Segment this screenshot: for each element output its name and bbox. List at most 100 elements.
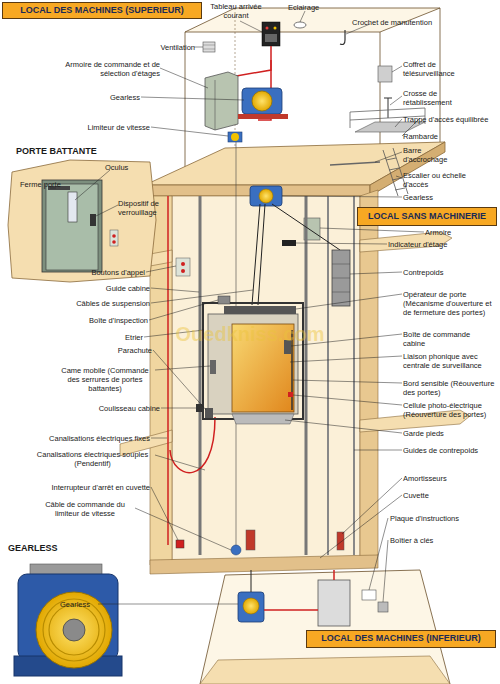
room-edge bbox=[185, 32, 186, 185]
speed-governor bbox=[228, 132, 242, 142]
part-label: Escalier ou échelle d'accès bbox=[403, 171, 473, 189]
swing-door bbox=[46, 184, 98, 270]
guide-shoe bbox=[196, 404, 204, 412]
part-label: Eclairage bbox=[288, 3, 333, 12]
part-label: Liaison phonique avec centrale de survei… bbox=[403, 352, 498, 370]
leader-line bbox=[354, 450, 402, 451]
travelling-cable bbox=[170, 417, 215, 473]
part-label: Interrupteur d'arrêt en cuvette bbox=[25, 483, 150, 492]
part-label: Coulisseau cabine bbox=[75, 404, 160, 413]
part-label: Contrepoids bbox=[403, 268, 463, 277]
area-box: LOCAL DES MACHINES (SUPERIEUR) bbox=[2, 2, 202, 19]
monitoring-box bbox=[378, 66, 392, 82]
leader-line bbox=[375, 152, 402, 162]
board-light bbox=[274, 27, 277, 30]
leader-line bbox=[146, 266, 176, 272]
control-cabinet bbox=[318, 580, 350, 626]
leader-line bbox=[149, 300, 218, 320]
fixed-wiring bbox=[167, 196, 169, 545]
part-label: Crochet de manutention bbox=[352, 18, 472, 27]
leader-line bbox=[160, 68, 208, 88]
board-light bbox=[266, 27, 269, 30]
part-label: Opérateur de porte (Mécanisme d'ouvertur… bbox=[403, 290, 498, 317]
part-label: Gearless bbox=[60, 600, 105, 609]
sheave-groove bbox=[49, 605, 99, 655]
cabinet-edge bbox=[215, 80, 216, 130]
counterweight-block bbox=[332, 278, 350, 279]
leader-line bbox=[395, 119, 402, 127]
sheave-groove bbox=[43, 599, 105, 661]
watermark: Ouedkniss.com bbox=[175, 322, 325, 346]
part-label: Cuvette bbox=[403, 491, 453, 500]
part-label: Boîtier à clés bbox=[390, 536, 470, 545]
motor-frame bbox=[238, 114, 288, 119]
retiring-cam bbox=[210, 360, 216, 374]
part-label: Câbles de suspension bbox=[50, 299, 150, 308]
rescue-crank bbox=[384, 98, 392, 118]
leader-line bbox=[396, 176, 402, 178]
leader-line bbox=[293, 395, 402, 405]
control-cabinet bbox=[205, 72, 238, 130]
part-label: Oculus bbox=[105, 163, 145, 172]
shaft-back-wall bbox=[172, 196, 360, 560]
floor-indicator bbox=[282, 240, 296, 246]
tension-pulley bbox=[231, 545, 241, 555]
part-label: Gearless bbox=[100, 93, 140, 102]
buffer bbox=[337, 532, 344, 550]
call-button bbox=[112, 240, 116, 244]
part-label: Boîte de commande cabine bbox=[403, 330, 478, 348]
key-box bbox=[378, 602, 388, 612]
part-label: Limiteur de vitesse bbox=[60, 123, 150, 132]
part-label: Armoire de commande et de sélection d'ét… bbox=[50, 60, 160, 78]
part-label: Amortisseurs bbox=[403, 474, 463, 483]
part-label: Gearless bbox=[403, 193, 453, 202]
leader-line bbox=[282, 196, 402, 197]
power-board bbox=[262, 22, 280, 46]
section-heading: GEARLESS bbox=[8, 543, 88, 554]
call-button-panel bbox=[110, 230, 118, 246]
door-wall bbox=[8, 160, 156, 282]
room-walls bbox=[200, 570, 450, 684]
leader-line bbox=[240, 21, 262, 32]
call-button bbox=[112, 234, 116, 238]
red-cable bbox=[264, 570, 334, 610]
leader-line bbox=[151, 288, 199, 292]
section-heading: PORTE BATTANTE bbox=[16, 146, 126, 157]
photo-cell bbox=[288, 392, 293, 397]
part-label: Barre d'accrochage bbox=[403, 146, 463, 164]
upper-machine-room bbox=[145, 8, 445, 196]
leader-line bbox=[369, 518, 388, 590]
traction-sheave bbox=[36, 592, 112, 668]
leader-line bbox=[151, 487, 178, 540]
lower-machine-room bbox=[200, 570, 450, 684]
part-label: Indicateur d'étage bbox=[388, 240, 468, 249]
leader-line bbox=[98, 604, 238, 605]
vent-slat bbox=[203, 49, 215, 50]
area-box: LOCAL SANS MACHINERIE bbox=[357, 207, 497, 226]
leader-line bbox=[390, 96, 402, 105]
leader-line bbox=[350, 272, 402, 274]
part-label: Canalisations électriques fixes bbox=[30, 434, 150, 443]
part-label: Boutons d'appel bbox=[80, 268, 145, 277]
part-label: Cellule photo-électrique (Réouverture de… bbox=[403, 401, 498, 419]
ceiling-lamp bbox=[294, 22, 306, 28]
sheave-hub bbox=[63, 619, 85, 641]
lifting-hook bbox=[340, 30, 345, 45]
area-title: LOCAL DES MACHINES (SUPERIEUR) bbox=[20, 6, 183, 15]
suspension-rope bbox=[251, 570, 252, 592]
vent-grille bbox=[203, 42, 215, 52]
leader-line bbox=[151, 127, 228, 136]
leader-line bbox=[383, 540, 388, 602]
leader-line bbox=[342, 478, 402, 534]
instruction-plate bbox=[362, 590, 376, 600]
part-label: Etrier bbox=[100, 333, 143, 342]
leader-line bbox=[296, 294, 402, 309]
part-label: Ferme porte bbox=[20, 180, 72, 189]
elevator-car bbox=[196, 296, 303, 424]
traction-sheave bbox=[252, 91, 272, 111]
car-guide-rail bbox=[199, 196, 202, 555]
part-label: Plaque d'instructions bbox=[390, 514, 490, 523]
elevator-pit bbox=[150, 530, 378, 574]
door-frame bbox=[42, 180, 102, 272]
